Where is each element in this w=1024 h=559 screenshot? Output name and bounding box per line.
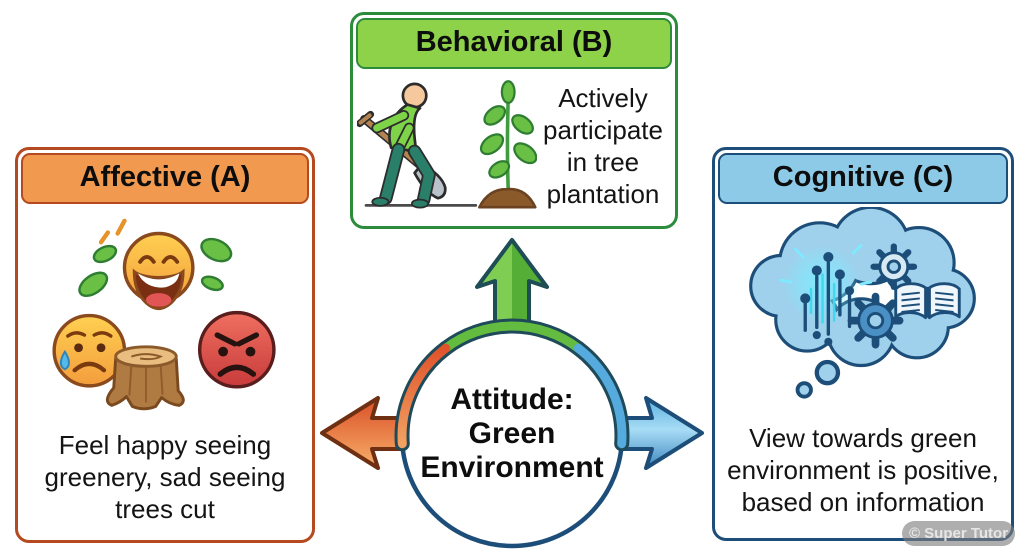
center-title: Attitude: Green Environment bbox=[420, 383, 603, 484]
thought-bubble-large bbox=[814, 359, 841, 386]
tree-stump-icon bbox=[105, 345, 185, 411]
soil-mound-icon bbox=[478, 187, 537, 209]
sparkle-icon bbox=[98, 218, 127, 245]
person-figure bbox=[371, 82, 436, 209]
behavioral-box: Behavioral (B) bbox=[350, 12, 678, 229]
behavioral-body: Actively participate in tree plantation bbox=[353, 72, 675, 220]
open-book-icon bbox=[894, 282, 961, 320]
angry-emoji-icon bbox=[197, 310, 276, 389]
emotions-illustration bbox=[51, 218, 276, 411]
cognitive-text: View towards green environment is positi… bbox=[727, 423, 999, 518]
cognitive-header: Cognitive (C) bbox=[718, 153, 1008, 204]
center-title-line3: Environment bbox=[420, 451, 603, 484]
behavioral-header: Behavioral (B) bbox=[356, 18, 672, 69]
rim-arcs bbox=[394, 318, 630, 452]
affective-text: Feel happy seeing greenery, sad seeing t… bbox=[44, 430, 286, 525]
thought-bubble-small bbox=[795, 381, 813, 399]
center-title-line1: Attitude: bbox=[450, 383, 573, 416]
gear-icon bbox=[870, 243, 918, 291]
person-planting-icon bbox=[357, 80, 537, 209]
watermark-badge: © Super Tutor bbox=[902, 521, 1015, 546]
behavioral-text: Actively participate in tree plantation bbox=[543, 82, 663, 210]
leaves-icon bbox=[77, 237, 232, 297]
affective-box: Affective (A) bbox=[15, 147, 315, 543]
cognitive-box: Cognitive (C) bbox=[712, 147, 1014, 541]
sapling-icon bbox=[479, 80, 537, 191]
gear-icon bbox=[847, 292, 904, 349]
affective-header: Affective (A) bbox=[21, 153, 309, 204]
laughing-emoji-icon bbox=[122, 231, 195, 311]
data-glow-icon bbox=[779, 244, 873, 346]
teardrop-icon bbox=[59, 349, 70, 371]
center-title-line2: Green bbox=[469, 417, 556, 450]
thought-cloud-illustration bbox=[749, 207, 976, 399]
